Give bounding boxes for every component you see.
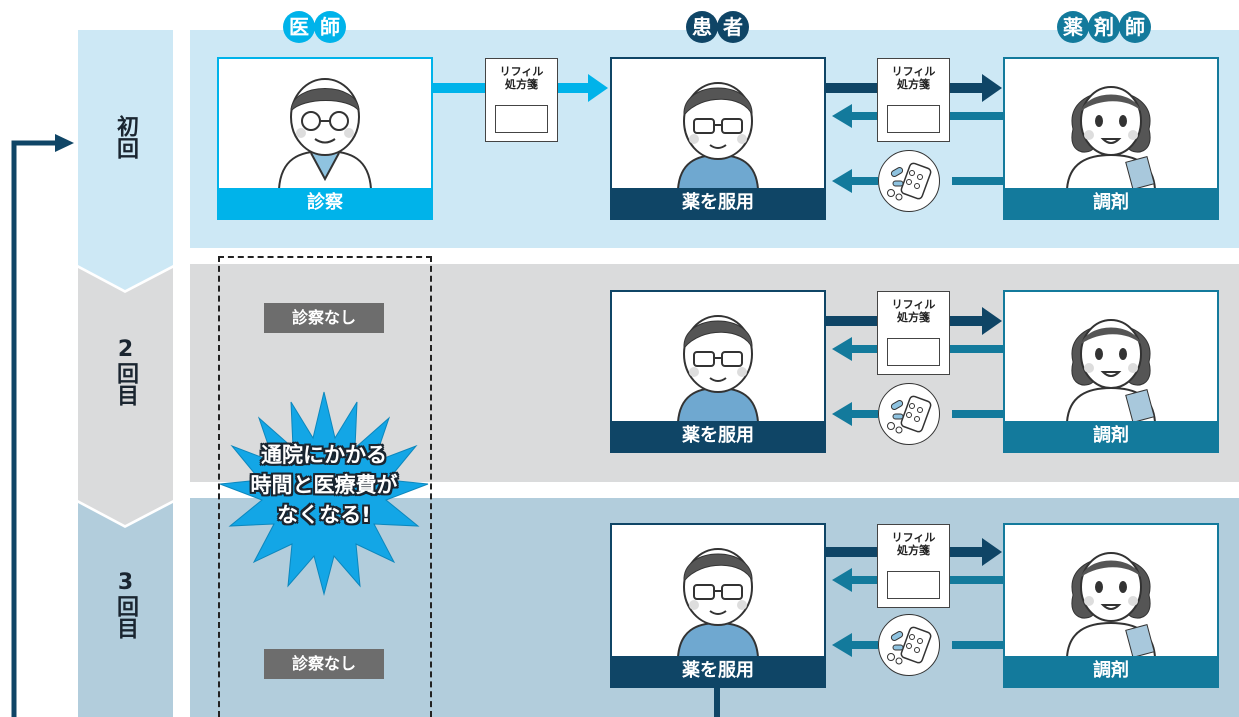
burst-icon xyxy=(219,391,429,596)
stage-label-third: 3回目 xyxy=(113,570,138,639)
pharmacist-illustration xyxy=(1065,319,1157,422)
pharmacist-card: 調剤 xyxy=(1003,57,1219,220)
pharmacist-card: 調剤 xyxy=(1003,290,1219,453)
prescription-line1: リフィル xyxy=(891,65,936,78)
burst-line2: 時間と医療費が xyxy=(250,473,398,497)
patient-card: 薬を服用 xyxy=(610,290,826,453)
no-exam-dashed-box xyxy=(218,256,432,717)
header-patient-char: 者 xyxy=(717,11,749,43)
pharmacist-card: 調剤 xyxy=(1003,523,1219,688)
pharmacist-caption: 調剤 xyxy=(1005,188,1217,218)
pills-icon xyxy=(878,614,940,676)
patient-card: 薬を服用 xyxy=(610,57,826,220)
prescription-box xyxy=(495,105,548,133)
pharmacist-illustration xyxy=(1065,552,1157,657)
doctor-caption: 診察 xyxy=(219,188,431,218)
stage-label-first: 初回 xyxy=(113,115,138,159)
patient-caption: 薬を服用 xyxy=(612,656,824,686)
patient-illustration xyxy=(676,315,760,422)
pharmacist-illustration xyxy=(1065,86,1157,189)
doctor-card: 診察 xyxy=(217,57,433,220)
prescription-box xyxy=(887,571,940,599)
patient-caption: 薬を服用 xyxy=(612,421,824,451)
prescription-slip: リフィル 処方箋 xyxy=(877,58,950,142)
no-exam-label: 診察なし xyxy=(264,303,384,333)
prescription-line1: リフィル xyxy=(499,65,544,78)
prescription-slip: リフィル 処方箋 xyxy=(877,524,950,608)
no-exam-label: 診察なし xyxy=(264,649,384,679)
doctor-illustration xyxy=(277,78,373,189)
burst-text: 通院にかかる 時間と医療費が なくなる! xyxy=(222,440,426,530)
patient-caption: 薬を服用 xyxy=(612,188,824,218)
header-patient-char: 患 xyxy=(686,11,718,43)
burst-line3: なくなる! xyxy=(277,503,371,527)
header-pharmacist-char: 師 xyxy=(1119,11,1151,43)
prescription-slip: リフィル 処方箋 xyxy=(485,58,558,142)
patient-card: 薬を服用 xyxy=(610,523,826,688)
prescription-line2: 処方箋 xyxy=(897,311,930,324)
pharmacist-caption: 調剤 xyxy=(1005,656,1217,686)
prescription-line2: 処方箋 xyxy=(505,78,538,91)
patient-illustration xyxy=(676,82,760,189)
pills-icon xyxy=(878,150,940,212)
prescription-line1: リフィル xyxy=(891,298,936,311)
pharmacist-caption: 調剤 xyxy=(1005,421,1217,451)
prescription-line2: 処方箋 xyxy=(897,78,930,91)
header-pharmacist-char: 剤 xyxy=(1088,11,1120,43)
header-doctor-char: 医 xyxy=(283,11,315,43)
header-doctor-char: 師 xyxy=(314,11,346,43)
prescription-line1: リフィル xyxy=(891,531,936,544)
prescription-slip: リフィル 処方箋 xyxy=(877,291,950,375)
prescription-line2: 処方箋 xyxy=(897,544,930,557)
prescription-box xyxy=(887,338,940,366)
patient-illustration xyxy=(676,548,760,657)
stage-label-second: 2回目 xyxy=(113,337,138,406)
prescription-box xyxy=(887,105,940,133)
burst-line1: 通院にかかる xyxy=(261,443,387,467)
pills-icon xyxy=(878,383,940,445)
header-pharmacist-char: 薬 xyxy=(1057,11,1089,43)
